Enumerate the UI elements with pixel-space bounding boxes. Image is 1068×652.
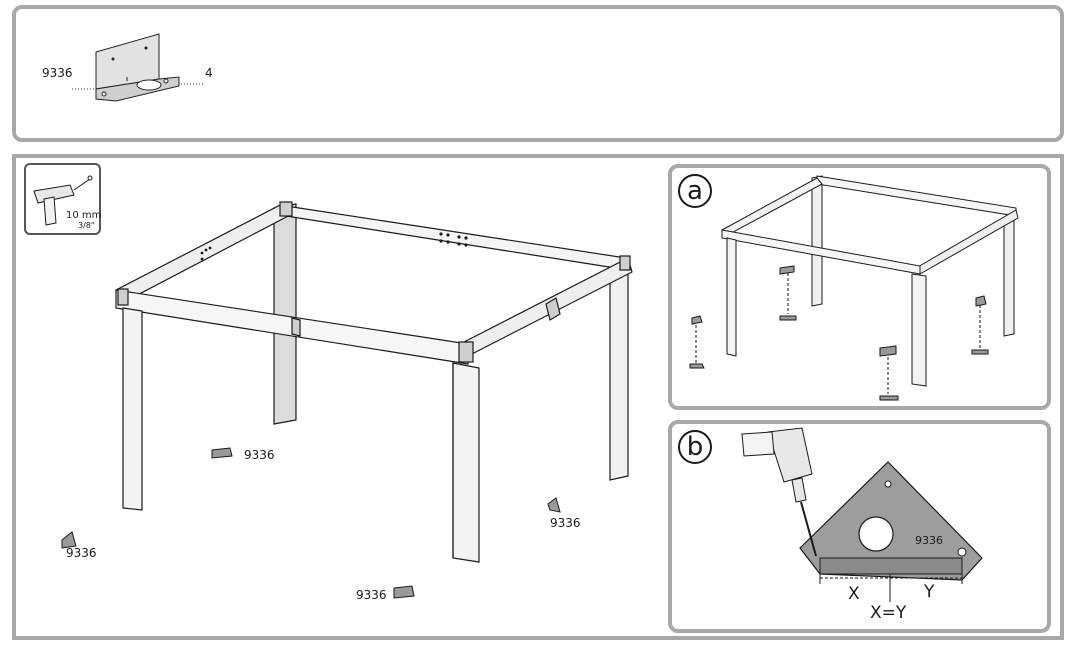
drill-icon: [33, 175, 93, 226]
detail-a-drawing: [689, 175, 1019, 401]
step-b-badge: b: [678, 430, 712, 464]
drill-bit-size: 10 mm: [66, 210, 102, 221]
detail-b-part-code: 9336: [915, 534, 943, 547]
bracket-label-front-right: 9336: [356, 588, 387, 602]
parts-panel: 9336 4: [12, 5, 1064, 142]
drill-tool-box: 10 mm 3/8": [24, 163, 101, 235]
part-quantity-label: 4: [205, 66, 213, 80]
detail-a-panel: a: [668, 164, 1051, 410]
bracket-label-front-left: 9336: [66, 546, 97, 560]
drill-bit-imperial: 3/8": [78, 221, 95, 230]
table-frame-drawing: [61, 201, 633, 599]
part-code-label: 9336: [42, 66, 73, 80]
detail-b-drawing: [741, 427, 983, 602]
bracket-part-drawing: [72, 33, 204, 102]
equal-dimension-label: X=Y: [870, 603, 907, 623]
dimension-y-label: Y: [924, 582, 935, 602]
detail-b-panel: b 9336 X Y X=Y: [668, 420, 1051, 633]
bracket-label-back-left: 9336: [244, 448, 275, 462]
dimension-x-label: X: [848, 584, 860, 604]
step-a-badge: a: [678, 174, 712, 208]
bracket-label-back-right: 9336: [550, 516, 581, 530]
